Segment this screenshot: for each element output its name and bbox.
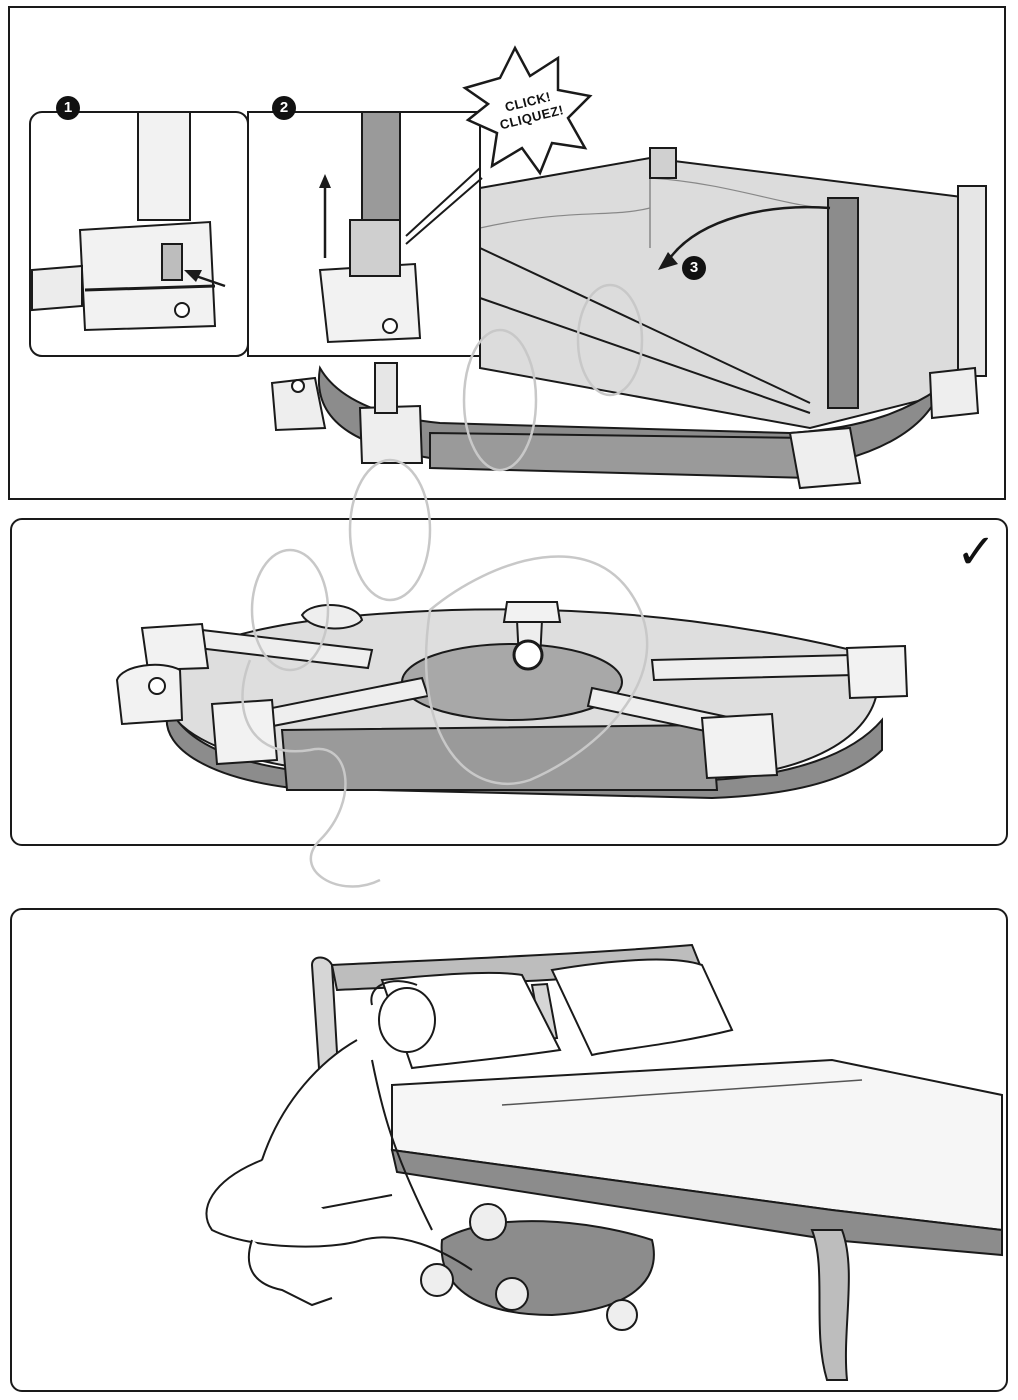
- step-1-badge: 1: [56, 96, 80, 120]
- step-3-badge: 3: [682, 256, 706, 280]
- unfolded-base-illustration: [115, 601, 909, 800]
- storage-illustration: [205, 943, 1003, 1381]
- assembly-step-panel: 1 2 3 CLICK! CLIQUEZ!: [8, 6, 1006, 500]
- step-2-badge: 2: [272, 96, 296, 120]
- assembly-illustration: [29, 45, 987, 490]
- storage-under-bed-panel: [10, 908, 1008, 1392]
- unfolded-base-panel: ✓: [10, 518, 1008, 846]
- check-mark-icon: ✓: [956, 524, 997, 580]
